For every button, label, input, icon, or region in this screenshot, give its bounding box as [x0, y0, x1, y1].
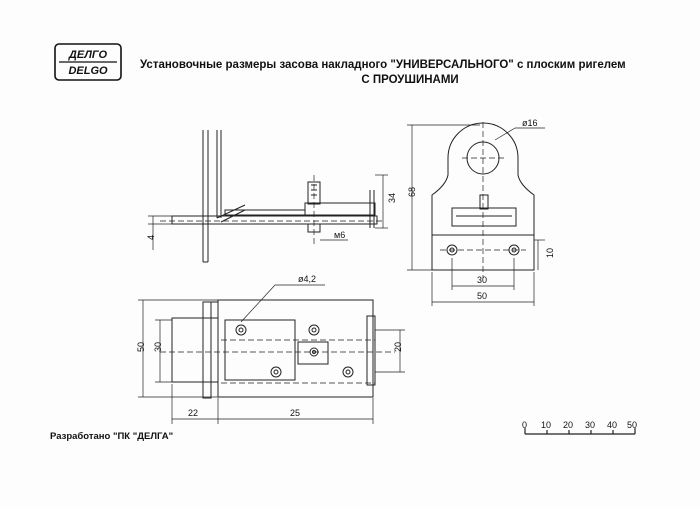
dim-front-base: 10: [545, 248, 555, 258]
dim-side-screw: м6: [334, 230, 345, 240]
logo-top-text: ДЕЛГО: [68, 49, 108, 61]
scale-label-0: 0: [522, 420, 527, 430]
dim-side-thickness: 4: [146, 235, 156, 240]
side-view: [171, 130, 378, 263]
dim-top-hole: ø4,2: [298, 274, 316, 284]
scale-label-50: 50: [627, 420, 637, 430]
drawing-title: Установочные размеры засова накладного "…: [140, 58, 650, 88]
dim-side-height: 34: [387, 193, 397, 203]
dim-front-height: 68: [407, 187, 417, 197]
dim-front-width: 50: [477, 291, 487, 301]
dim-top-height: 50: [136, 342, 146, 352]
scale-label-40: 40: [607, 420, 617, 430]
dim-top-right-len: 25: [290, 408, 300, 418]
developer-credit: Разработано "ПК "ДЕЛГА": [50, 431, 174, 442]
scale-label-20: 20: [563, 420, 573, 430]
dim-top-right-height: 20: [393, 342, 403, 352]
dim-top-inner-height: 30: [153, 342, 163, 352]
dim-front-hole: ø16: [522, 118, 538, 128]
dim-front-hole-spacing: 30: [477, 275, 487, 285]
title-line-1: Установочные размеры засова накладного "…: [140, 59, 626, 71]
scale-label-10: 10: [541, 420, 551, 430]
dim-top-left-len: 22: [188, 408, 198, 418]
title-line-2: С ПРОУШИНАМИ: [361, 74, 459, 86]
scale-label-30: 30: [585, 420, 595, 430]
scale-bar: [524, 428, 636, 435]
logo-bottom-text: DELGO: [68, 65, 108, 77]
top-view: [171, 299, 376, 399]
delgo-logo: ДЕЛГО DELGO: [54, 43, 122, 81]
